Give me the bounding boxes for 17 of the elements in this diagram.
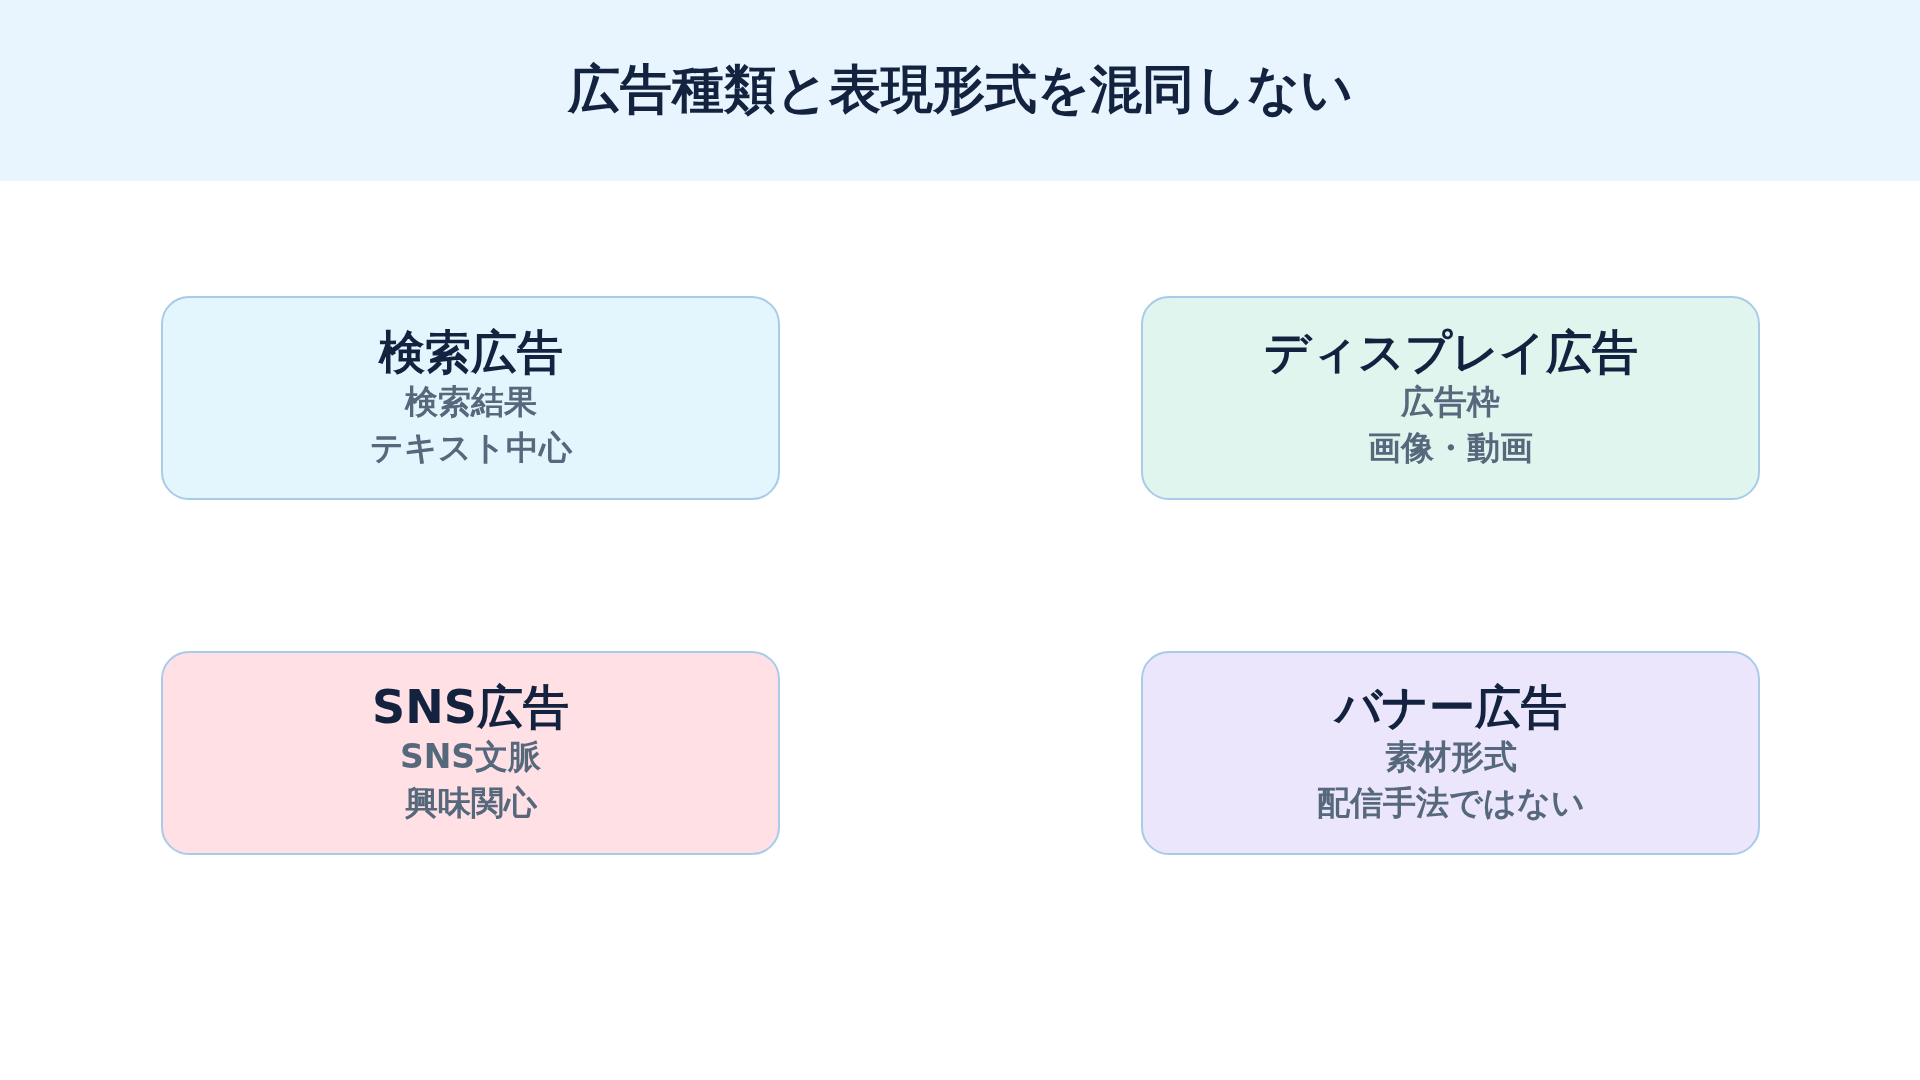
card-note: 画像・動画 [1368,427,1533,469]
card-heading: 検索広告 [378,325,563,379]
card-note: 興味関心 [404,782,537,824]
card-note: SNS文脈 [399,736,542,778]
category-card [1141,651,1760,855]
category-card [161,296,780,500]
title: 広告種類と表現形式を混同しない [567,58,1353,121]
card-note: テキスト中心 [369,427,572,469]
card-note: 検索結果 [404,381,537,423]
card-note: 広告枠 [1401,381,1500,423]
card-heading: ディスプレイ広告 [1263,325,1638,379]
card-heading: バナー広告 [1334,680,1567,734]
category-card [1141,296,1760,500]
card-note: 配信手法ではない [1316,782,1585,824]
category-card [161,651,780,855]
card-heading: SNS広告 [372,680,569,734]
card-note: 素材形式 [1384,736,1517,778]
